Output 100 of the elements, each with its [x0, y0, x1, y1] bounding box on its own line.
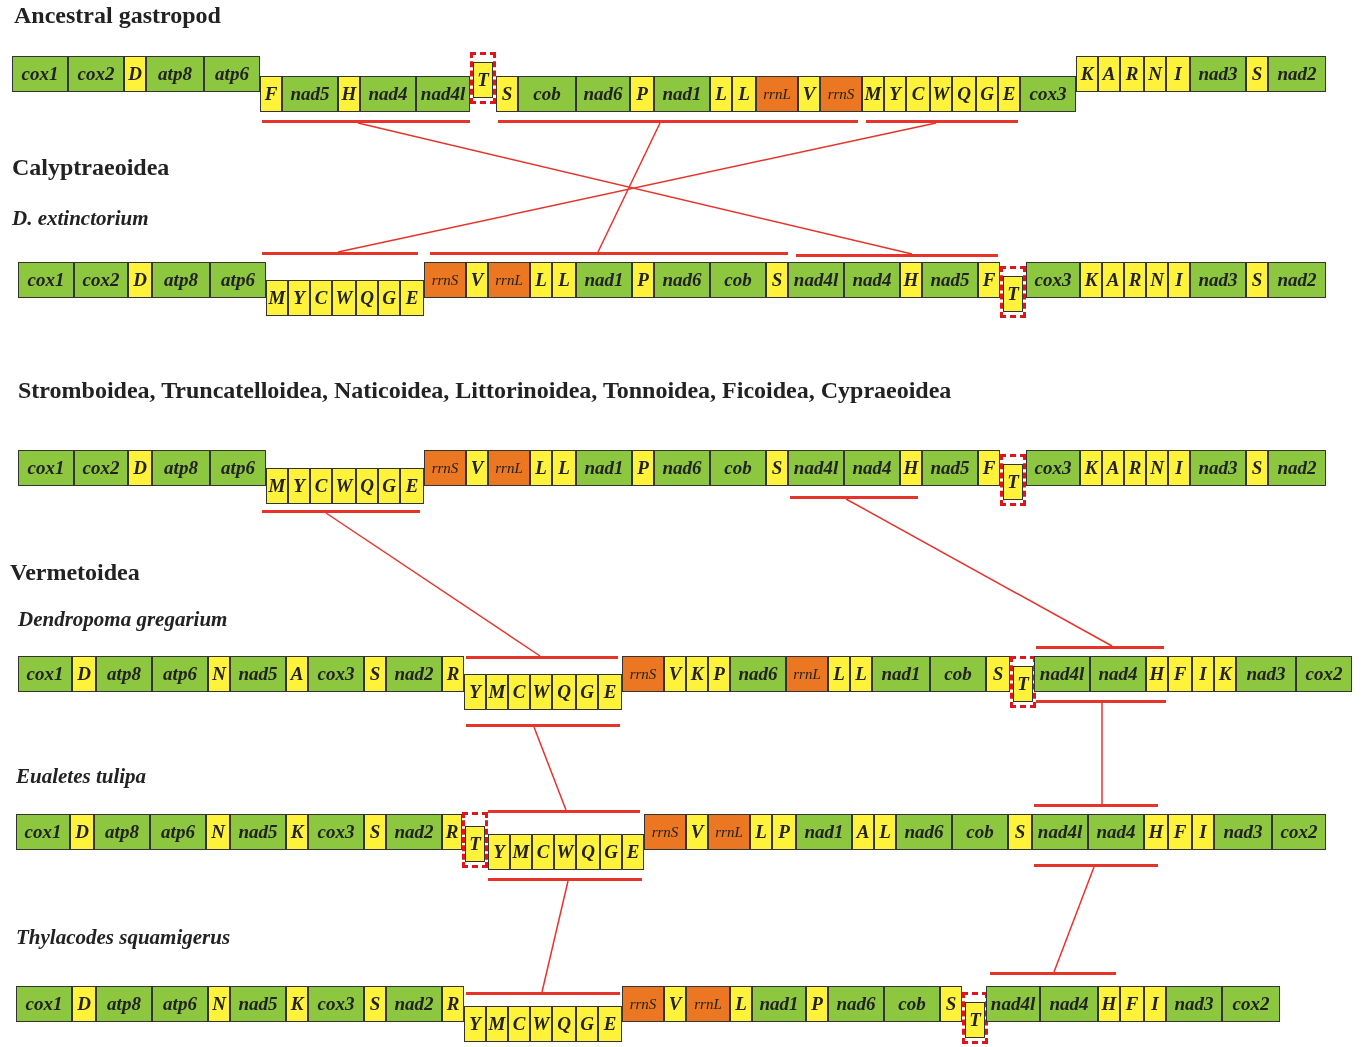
gene-box: cox1	[12, 56, 68, 92]
gene-box: F	[1168, 656, 1192, 692]
species-name: Thylacodes squamigerus	[16, 925, 231, 950]
bracket-bar	[1036, 700, 1166, 703]
gene-box: K	[286, 814, 308, 850]
gene-box: nad5	[230, 656, 286, 692]
species-name: D. extinctorium	[12, 206, 149, 231]
gene-box: A	[852, 814, 874, 850]
gene-box: P	[772, 814, 796, 850]
gene-box: nad4l	[788, 450, 844, 486]
gene-box: N	[208, 656, 230, 692]
gene-box: Y	[464, 1006, 486, 1042]
bracket-bar	[790, 496, 918, 499]
gene-box: S	[940, 986, 962, 1022]
gene-box: rrnL	[686, 986, 730, 1022]
gene-box: K	[1214, 656, 1236, 692]
gene-box: atp8	[152, 262, 210, 298]
gene-box: cob	[710, 262, 766, 298]
gene-box: V	[664, 656, 686, 692]
gene-box: R	[1124, 450, 1146, 486]
gene-box: rrnL	[708, 814, 750, 850]
gene-box: nad3	[1166, 986, 1222, 1022]
gene-box: nad5	[922, 262, 978, 298]
gene-box: D	[124, 56, 146, 92]
gene-box: I	[1192, 814, 1214, 850]
gene-box: nad4	[1088, 814, 1144, 850]
gene-box: cox1	[18, 656, 72, 692]
gene-box: nad1	[576, 450, 632, 486]
bracket-bar	[488, 810, 640, 813]
gene-box: H	[900, 262, 922, 298]
gene-box: atp6	[210, 262, 266, 298]
gene-box: S	[364, 814, 386, 850]
gene-box: L	[732, 76, 756, 112]
gene-box: S	[1008, 814, 1032, 850]
gene-box: nad5	[282, 76, 338, 112]
gene-box: nad4l	[986, 986, 1040, 1022]
bracket-bar	[796, 254, 998, 257]
gene-box: D	[70, 814, 94, 850]
gene-box: I	[1168, 450, 1190, 486]
gene-box: rrnL	[488, 262, 530, 298]
gene-box: cox1	[16, 814, 70, 850]
gene-box: nad4	[1090, 656, 1146, 692]
connector-line	[1101, 702, 1103, 805]
gene-box: nad3	[1236, 656, 1296, 692]
gene-box: rrnS	[424, 450, 466, 486]
gene-box: W	[554, 834, 576, 870]
gene-box: cox3	[308, 814, 364, 850]
gene-box: I	[1166, 56, 1190, 92]
gene-box: cox2	[74, 262, 128, 298]
gene-box: M	[510, 834, 532, 870]
gene-box: I	[1168, 262, 1190, 298]
gene-box: nad1	[796, 814, 852, 850]
gene-box: S	[1246, 56, 1268, 92]
gene-box: nad4	[844, 262, 900, 298]
gene-box: S	[496, 76, 518, 112]
gene-box: M	[266, 468, 288, 504]
gene-box: E	[622, 834, 644, 870]
gene-box: atp8	[96, 986, 152, 1022]
gene-box: cox1	[18, 262, 74, 298]
gene-box: T	[473, 62, 493, 98]
gene-box: nad4l	[788, 262, 844, 298]
gene-box: H	[900, 450, 922, 486]
gene-box: H	[1144, 814, 1168, 850]
gene-box: G	[378, 280, 400, 316]
connector-line	[541, 880, 569, 993]
gene-box: V	[466, 450, 488, 486]
gene-box: S	[766, 450, 788, 486]
gene-box: W	[332, 468, 356, 504]
gene-box: L	[530, 450, 552, 486]
gene-box: cox3	[1020, 76, 1076, 112]
gene-box: nad4	[844, 450, 900, 486]
gene-box: cox2	[1272, 814, 1326, 850]
gene-box: nad3	[1190, 450, 1246, 486]
gene-box: nad4l	[1032, 814, 1088, 850]
gene-box: T	[1003, 464, 1023, 500]
gene-box: Q	[356, 468, 378, 504]
bracket-bar	[466, 724, 620, 727]
bracket-bar	[488, 878, 642, 881]
gene-box: T	[1013, 666, 1033, 702]
gene-box: W	[332, 280, 356, 316]
gene-box: S	[1246, 262, 1268, 298]
gene-box: L	[552, 450, 576, 486]
gene-box: P	[632, 262, 654, 298]
gene-box: cox3	[1026, 450, 1080, 486]
gene-box: nad6	[828, 986, 884, 1022]
gene-box: cox2	[1296, 656, 1352, 692]
gene-box: K	[1076, 56, 1098, 92]
gene-box: Q	[576, 834, 600, 870]
gene-box: rrnL	[756, 76, 798, 112]
gene-box: S	[766, 262, 788, 298]
gene-box: C	[906, 76, 930, 112]
gene-box: nad2	[1268, 262, 1326, 298]
gene-box: nad1	[872, 656, 930, 692]
gene-box: nad3	[1190, 262, 1246, 298]
gene-box: F	[260, 76, 282, 112]
bracket-bar	[990, 972, 1116, 975]
gene-box: S	[1246, 450, 1268, 486]
gene-box: L	[750, 814, 772, 850]
gene-box: P	[630, 76, 654, 112]
gene-box: nad2	[386, 656, 442, 692]
